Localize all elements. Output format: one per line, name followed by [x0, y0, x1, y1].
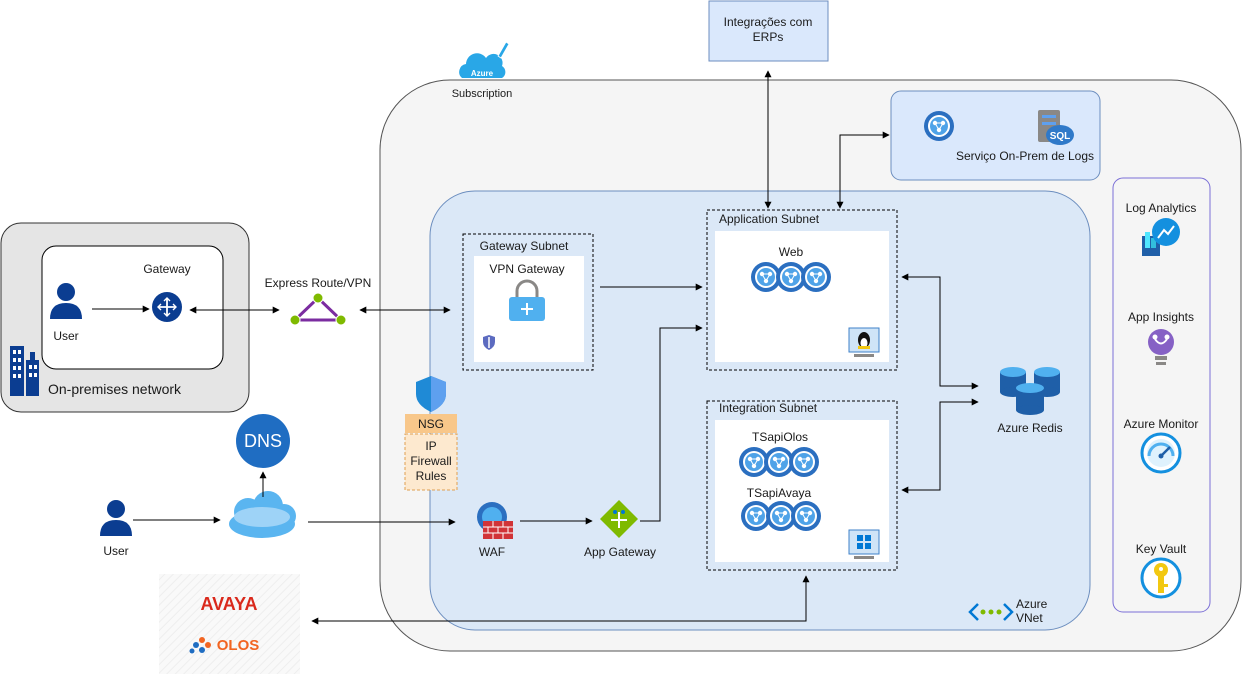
- vpn-gateway-icon: [509, 279, 545, 321]
- integration-subnet-label: Integration Subnet: [719, 401, 818, 415]
- integration-subnet[interactable]: Integration Subnet TSapiOlos TSapiAvaya: [706, 400, 898, 571]
- erp-label-line1: Integrações com: [724, 15, 813, 29]
- azure-monitor-label: Azure Monitor: [1124, 417, 1199, 431]
- express-route-icon[interactable]: [289, 292, 347, 326]
- key-vault[interactable]: Key Vault: [1136, 542, 1187, 599]
- express-route-label: Express Route/VPN: [265, 276, 372, 290]
- subscription-badge: Azure: [471, 69, 494, 78]
- azure-redis-label: Azure Redis: [997, 421, 1062, 435]
- erp-integration-box[interactable]: Integrações com ERPs: [708, 0, 829, 62]
- ip-rules-line2: Firewall: [410, 454, 451, 468]
- logs-vm-icon: [923, 110, 955, 142]
- dns-icon: [236, 414, 290, 468]
- sql-badge: SQL: [1050, 131, 1071, 142]
- connector-app-logs: [836, 131, 890, 209]
- nsg-shield-small-icon: [483, 335, 495, 350]
- internet-user-icon: [100, 500, 132, 536]
- waf[interactable]: WAF: [477, 502, 513, 559]
- redis-cache-icon: [1000, 367, 1060, 415]
- tsapi-avaya-vm-3-icon: [790, 500, 822, 532]
- azure-monitor-icon: [1140, 432, 1182, 474]
- connectors: [92, 70, 979, 625]
- erp-label-line2: ERPs: [753, 30, 784, 44]
- app-insights[interactable]: App Insights: [1128, 310, 1194, 365]
- vnet-label-line1: Azure: [1016, 597, 1048, 611]
- log-analytics[interactable]: Log Analytics: [1126, 201, 1197, 256]
- app-gateway-icon: [600, 500, 638, 538]
- gateway-subnet[interactable]: Gateway Subnet VPN Gateway: [462, 233, 594, 371]
- internet-user-label: User: [103, 544, 128, 558]
- olos-logo-mark: [189, 637, 211, 654]
- azure-subscription-icon: Azure: [459, 41, 510, 78]
- dns-label: DNS: [244, 431, 282, 451]
- onprem-router-icon[interactable]: [152, 292, 182, 322]
- ip-rules-line1: IP: [425, 439, 436, 453]
- connector-integration-vendors: [311, 575, 810, 625]
- ip-rules-line3: Rules: [416, 469, 447, 483]
- nsg[interactable]: NSG IP Firewall Rules: [404, 376, 458, 491]
- web-vm-3-icon: [800, 261, 832, 293]
- key-vault-label: Key Vault: [1136, 542, 1187, 556]
- connector-app-redis: [901, 273, 979, 390]
- tsapi-avaya-label: TSapiAvaya: [747, 486, 812, 500]
- nsg-label: NSG: [418, 417, 444, 431]
- nsg-shield-icon: [416, 376, 446, 412]
- internet-cloud-icon: [229, 491, 296, 538]
- building-icon: [10, 346, 39, 396]
- logs-service-label: Serviço On-Prem de Logs: [956, 149, 1094, 163]
- vpn-gateway-label: VPN Gateway: [489, 262, 564, 276]
- app-insights-icon: [1148, 329, 1174, 365]
- application-subnet[interactable]: Application Subnet Web: [706, 209, 898, 371]
- linux-monitor-icon: [848, 327, 880, 357]
- avaya-logo: AVAYA: [200, 594, 257, 614]
- sql-server-icon: SQL: [1038, 110, 1074, 145]
- vnet-icon: [968, 603, 1014, 621]
- vendors-box[interactable]: AVAYA OLOS: [159, 574, 300, 674]
- azure-monitor[interactable]: Azure Monitor: [1124, 417, 1199, 474]
- application-subnet-label: Application Subnet: [719, 212, 820, 226]
- monitoring-panel: [1112, 177, 1211, 613]
- app-insights-label: App Insights: [1128, 310, 1194, 324]
- log-analytics-label: Log Analytics: [1126, 201, 1197, 215]
- vnet-label-line2: VNet: [1016, 611, 1043, 625]
- waf-label: WAF: [479, 545, 505, 559]
- tsapi-olos-label: TSapiOlos: [752, 430, 808, 444]
- onprem-user-label: User: [53, 329, 78, 343]
- waf-icon: [477, 502, 513, 539]
- olos-logo: OLOS: [217, 637, 260, 654]
- gateway-subnet-label: Gateway Subnet: [480, 239, 569, 253]
- azure-redis[interactable]: Azure Redis: [997, 367, 1063, 435]
- tsapi-olos-vm-3-icon: [788, 446, 820, 478]
- app-gateway-label: App Gateway: [584, 545, 656, 559]
- onprem-gateway-label: Gateway: [143, 262, 190, 276]
- onprem-logs-service[interactable]: SQL Serviço On-Prem de Logs: [890, 90, 1101, 181]
- windows-monitor-icon: [848, 529, 880, 559]
- dns[interactable]: DNS: [236, 414, 290, 468]
- subscription-label: Subscription: [452, 88, 513, 100]
- key-vault-icon: [1140, 557, 1182, 599]
- onprem-network-label: On-premises network: [48, 381, 182, 397]
- log-analytics-icon: [1142, 218, 1180, 256]
- connector-integration-redis: [901, 398, 979, 494]
- connector-appgw-app: [640, 324, 703, 522]
- app-gateway[interactable]: App Gateway: [584, 500, 656, 559]
- web-label: Web: [779, 245, 804, 259]
